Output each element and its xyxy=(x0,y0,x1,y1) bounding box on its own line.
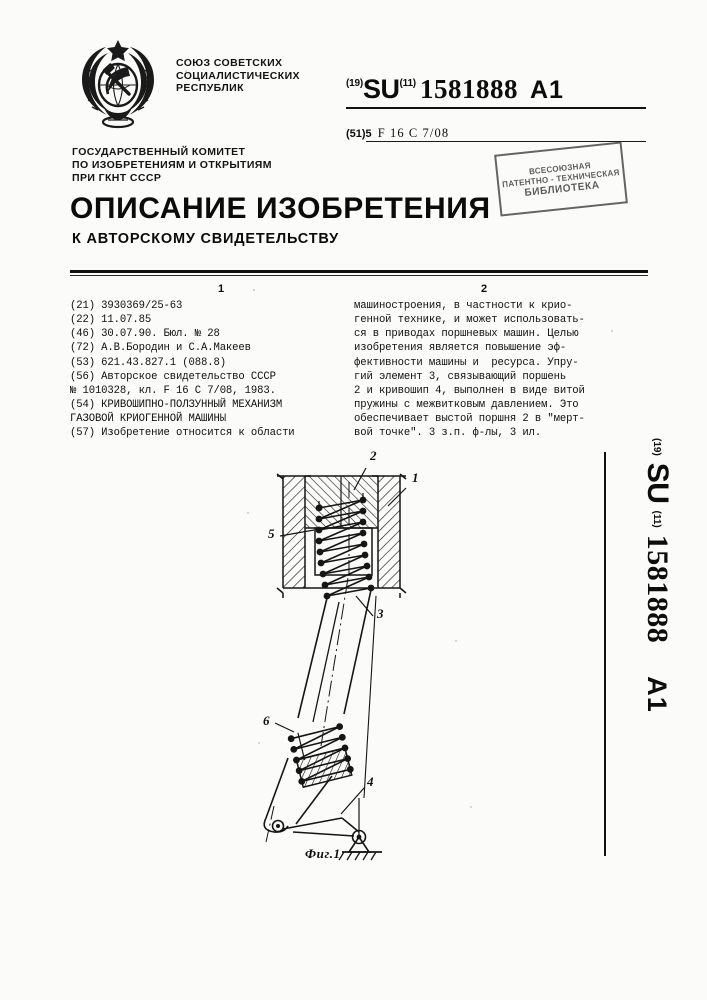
ipc-classification: (51)5 F 16 C 7/08 xyxy=(346,124,646,142)
ipc-class-value: F 16 C 7/08 xyxy=(377,126,450,140)
figure-callout-5: 5 xyxy=(268,526,275,541)
inid-code-19: (19) xyxy=(346,78,363,89)
inid-code-11: (11) xyxy=(399,78,417,89)
document-subtitle: К АВТОРСКОМУ СВИДЕТЕЛЬСТВУ xyxy=(72,231,339,247)
column-number-right: 2 xyxy=(481,283,488,295)
patent-number: 1581888 xyxy=(419,74,518,104)
state-committee-block: ГОСУДАРСТВЕННЫЙ КОМИТЕТ ПО ИЗОБРЕТЕНИЯМ … xyxy=(72,146,272,185)
scan-speck xyxy=(470,806,472,808)
organization-line-2: СОЦИАЛИСТИЧЕСКИХ xyxy=(176,69,300,82)
figure-callout-3: 3 xyxy=(376,606,384,621)
sidebar-patent-number: 1581888 xyxy=(641,534,674,644)
sidebar-country-code: SU xyxy=(641,462,674,504)
sidebar-inid-19: (19) xyxy=(651,438,663,456)
organization-name: СОЮЗ СОВЕТСКИХ СОЦИАЛИСТИЧЕСКИХ РЕСПУБЛИ… xyxy=(176,57,300,95)
inid-code-51: (51)5 xyxy=(346,128,372,140)
ipc-underline xyxy=(366,141,646,143)
patent-number-line: (19)SU(11) 1581888 A1 xyxy=(346,74,646,108)
header-divider xyxy=(70,270,648,273)
committee-line-2: ПО ИЗОБРЕТЕНИЯМ И ОТКРЫТИЯМ xyxy=(72,159,272,171)
sidebar-kind-code: A1 xyxy=(642,676,673,713)
abstract-column: машиностроения, в частности к крио- генн… xyxy=(354,299,646,441)
abstract-text: машиностроения, в частности к крио- генн… xyxy=(354,300,585,440)
country-code: SU xyxy=(362,74,400,104)
bibliographic-text: (21) 3930369/25-63 (22) 11.07.85 (46) 30… xyxy=(70,300,295,440)
figure-callout-2: 2 xyxy=(369,448,377,463)
document-title: ОПИСАНИЕ ИЗОБРЕТЕНИЯ xyxy=(70,192,491,225)
organization-line-3: РЕСПУБЛИК xyxy=(176,82,244,94)
header-divider-secondary xyxy=(70,275,648,277)
scan-speck xyxy=(455,640,457,642)
figure-callout-6: 6 xyxy=(263,713,270,728)
scan-speck xyxy=(400,318,402,320)
figure-caption: Фиг.1 xyxy=(305,846,341,861)
committee-line-1: ГОСУДАРСТВЕННЫЙ КОМИТЕТ xyxy=(72,146,246,158)
bibliographic-column: (21) 3930369/25-63 (22) 11.07.85 (46) 30… xyxy=(70,299,352,441)
patent-number-underline xyxy=(346,107,646,109)
figure-callout-4: 4 xyxy=(366,774,374,789)
scan-speck xyxy=(611,330,613,332)
sidebar-inid-11: (11) xyxy=(651,510,663,528)
scan-speck xyxy=(185,70,187,72)
kind-code: A1 xyxy=(529,76,564,104)
ussr-state-emblem-icon xyxy=(72,36,164,130)
organization-line-1: СОЮЗ СОВЕТСКИХ xyxy=(176,57,283,69)
sidebar-divider xyxy=(604,452,606,856)
scan-speck xyxy=(258,742,260,744)
scan-speck xyxy=(253,289,255,291)
committee-line-3: ПРИ ГКНТ СССР xyxy=(72,172,162,184)
column-number-left: 1 xyxy=(218,283,225,295)
library-stamp: ВСЕСОЮЗНАЯ ПАТЕНТНО - ТЕХНИЧЕСКАЯ БИБЛИО… xyxy=(494,141,628,217)
figure-1-drawing: 1 2 3 4 5 6 xyxy=(236,446,446,866)
scan-speck xyxy=(247,512,249,514)
figure-callout-1: 1 xyxy=(412,470,419,485)
